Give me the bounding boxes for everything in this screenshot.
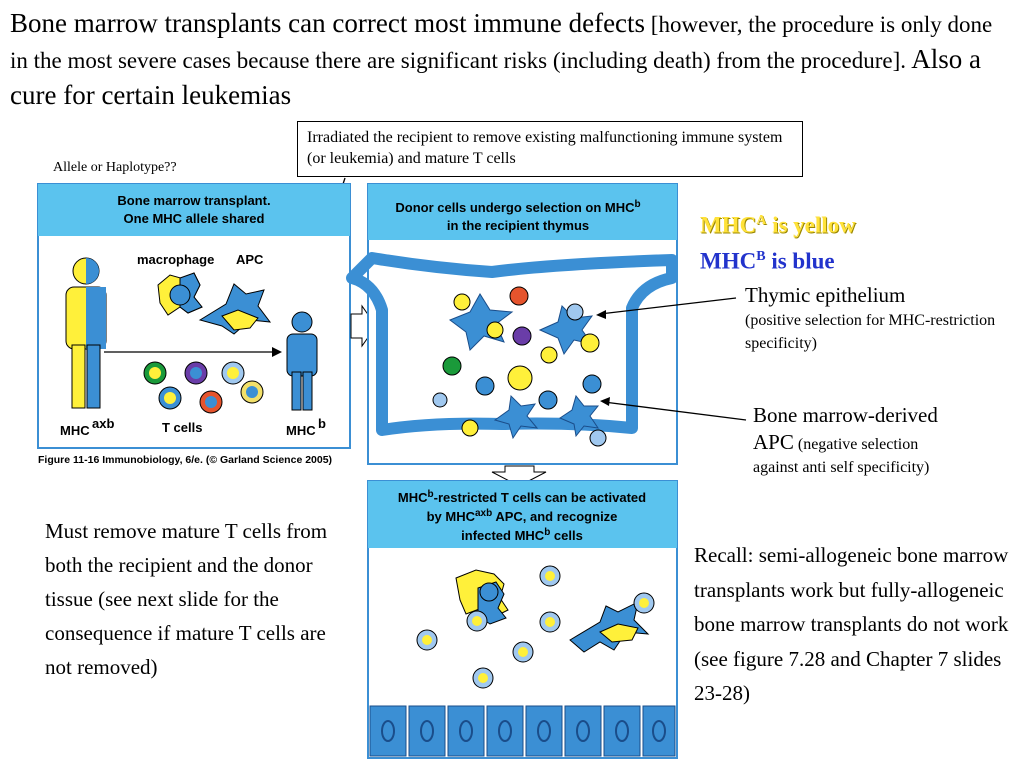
panel3-header-line1: MHCb-restricted T cells can be activated bbox=[398, 489, 646, 505]
thymus-cells bbox=[432, 286, 607, 447]
recall-note: Recall: semi-allogeneic bone marrow tran… bbox=[694, 543, 1009, 705]
mhc-b-legend: MHCB is blue bbox=[700, 248, 835, 274]
label-tcells: T cells bbox=[162, 420, 202, 435]
panel2-header-line1: Donor cells undergo selection on MHCb bbox=[395, 199, 640, 215]
panel1-header-line1: Bone marrow transplant. bbox=[117, 193, 270, 208]
label-macrophage: macrophage bbox=[137, 252, 214, 267]
mhc-a-legend: MHCA is yellow bbox=[700, 212, 856, 238]
bm-apc-title-b: APC bbox=[753, 430, 794, 454]
label-mhc-b: MHC bbox=[286, 423, 316, 438]
panel3-tcells bbox=[416, 565, 655, 689]
title-note: [however, the procedure is only done in … bbox=[10, 12, 993, 73]
bm-apc-note-b: against anti self specificity) bbox=[753, 459, 930, 476]
panel3-header-line2: by MHCaxb APC, and recognize bbox=[427, 508, 618, 524]
figure-caption: Figure 11-16 Immunobiology, 6/e. (© Garl… bbox=[38, 454, 333, 466]
allele-note: Allele or Haplotype?? bbox=[53, 160, 177, 175]
slide-title: Bone marrow transplants can correct most… bbox=[10, 6, 1015, 113]
title-main: Bone marrow transplants can correct most… bbox=[10, 8, 646, 38]
panel1-header-line2: One MHC allele shared bbox=[124, 211, 265, 226]
donor-figure bbox=[65, 257, 107, 409]
panel-activation: MHCb-restricted T cells can be activated… bbox=[367, 480, 678, 759]
infected-cells-row bbox=[369, 705, 676, 757]
bm-apc-label: Bone marrow-derived APC (negative select… bbox=[753, 402, 1013, 479]
label-mhc-b-sup: b bbox=[318, 416, 326, 431]
panel-thymus: Donor cells undergo selection on MHCb in… bbox=[346, 183, 678, 465]
panel2-header-line2: in the recipient thymus bbox=[447, 218, 589, 233]
panel-transplant: Bone marrow transplant. One MHC allele s… bbox=[37, 183, 351, 449]
panel3-header-line3: infected MHCb cells bbox=[461, 527, 583, 543]
irradiation-callout: Irradiated the recipient to remove exist… bbox=[297, 121, 803, 177]
thymic-title: Thymic epithelium bbox=[745, 283, 906, 307]
tcells-group bbox=[143, 361, 264, 414]
title-tail: Also a cure for certain leukemias bbox=[10, 44, 982, 110]
thymic-epithelium-label: Thymic epithelium (positive selection fo… bbox=[745, 282, 1010, 355]
bm-apc-title-a: Bone marrow-derived bbox=[753, 403, 938, 427]
mhc-legend: MHCA is yellow MHCB is blue bbox=[700, 205, 856, 276]
label-mhc-axb-sup: axb bbox=[92, 416, 114, 431]
label-mhc-axb: MHC bbox=[60, 423, 90, 438]
recipient-figure bbox=[286, 311, 318, 411]
label-apc: APC bbox=[236, 252, 264, 267]
thymic-note: (positive selection for MHC-restriction … bbox=[745, 312, 996, 352]
bm-apc-note-a: (negative selection bbox=[793, 436, 919, 453]
mature-tcell-note: Must remove mature T cells from both the… bbox=[45, 519, 328, 679]
